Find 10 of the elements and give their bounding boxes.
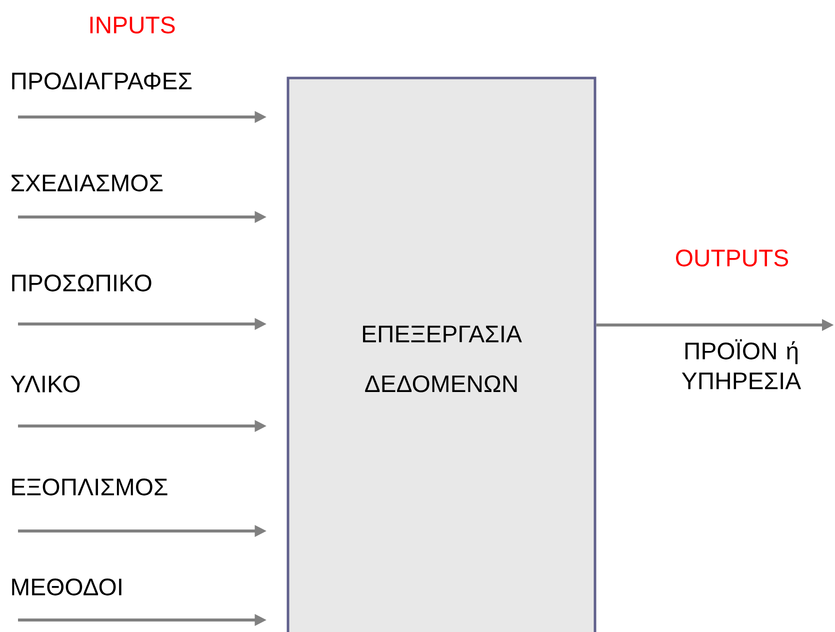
input-label: ΣΧΕΔΙΑΣΜΟΣ <box>11 174 163 192</box>
section-label: INPUTS <box>90 16 175 34</box>
input-label: ΠΡΟΔΙΑΓΡΑΦΕΣ <box>12 72 192 90</box>
input-label: ΠΡΟΣΩΠΙΚΟ <box>12 274 152 292</box>
edge-label: ΠΡΟΪΟΝ ή ΥΠΗΡΕΣΙΑ <box>682 339 802 390</box>
section-label: OUTPUTS <box>676 250 788 266</box>
input-label: ΜΕΘΟΔΟΙ <box>12 578 122 596</box>
input-label: ΥΛΙΚΟ <box>10 376 80 392</box>
process-box: ΕΠΕΞΕΡΓΑΣΙΑ ΔΕΔΟΜΕΝΩΝ <box>286 76 596 632</box>
input-label: ΕΞΟΠΛΙΣΜΟΣ <box>12 478 168 496</box>
